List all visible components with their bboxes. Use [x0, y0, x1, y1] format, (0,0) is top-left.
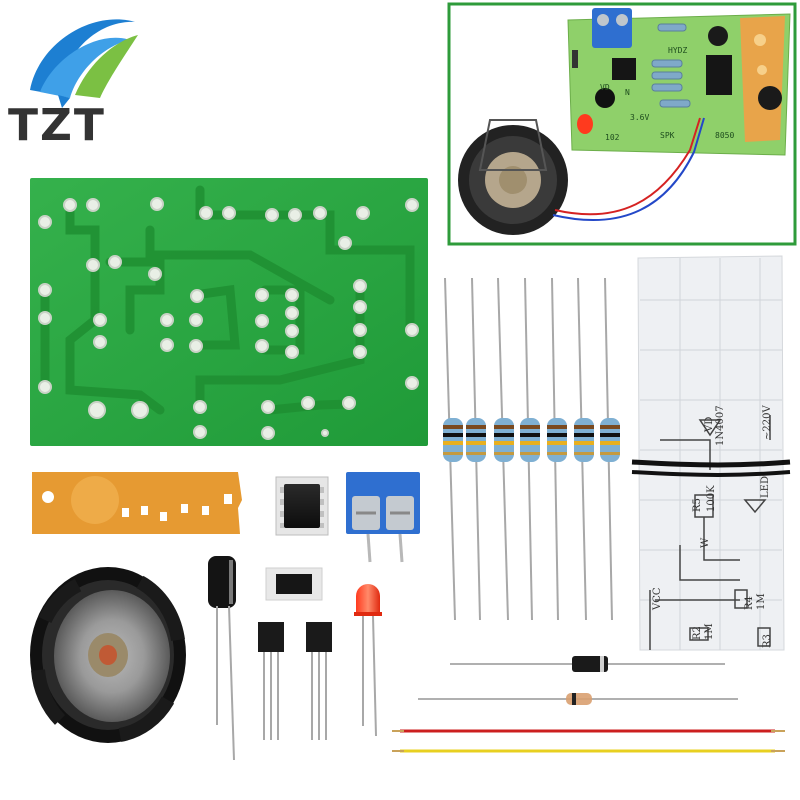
svg-text:100K: 100K: [706, 485, 717, 512]
transistor-left: [258, 622, 284, 740]
resistor: [443, 277, 463, 621]
small-chip: [265, 567, 323, 601]
resistor: [574, 277, 594, 621]
resistor: [494, 277, 514, 621]
schematic-sheet: VD 1N4007 ~220V R5 100K LED W VCC R4 1M …: [631, 255, 791, 651]
resistor: [520, 277, 540, 621]
pcb-holes: [38, 197, 419, 440]
zener-diode: [418, 693, 738, 705]
hookup-wires: [392, 729, 785, 753]
inset-terminal-block: [592, 8, 632, 48]
resistor: [466, 277, 486, 621]
logo-swoosh-icon: [30, 19, 138, 108]
svg-text:VD: VD: [600, 83, 610, 92]
svg-text:3.6V: 3.6V: [630, 113, 649, 122]
svg-text:1M: 1M: [756, 593, 767, 610]
dip8-ic: [275, 476, 329, 536]
screw-terminal-block: [346, 472, 420, 563]
svg-text:N: N: [625, 88, 630, 97]
transistor-right: [306, 622, 332, 740]
resistor: [600, 277, 620, 621]
flex-pcb-strip: [32, 472, 242, 534]
svg-text:R4: R4: [744, 596, 755, 610]
svg-text:R3: R3: [762, 634, 773, 648]
resistor-group: [443, 277, 620, 621]
svg-text:~220V: ~220V: [762, 405, 773, 440]
svg-text:R2: R2: [692, 626, 703, 640]
electrolytic-capacitor: [208, 556, 236, 761]
inset-flex-strip: [740, 16, 785, 142]
speaker: [30, 567, 186, 743]
svg-text:W: W: [700, 537, 711, 548]
inset-speaker: [458, 119, 568, 235]
svg-text:LED: LED: [760, 476, 771, 498]
red-led: [354, 584, 382, 737]
bare-pcb: [30, 178, 428, 446]
brand-logo: TZT: [8, 19, 138, 151]
assembled-kit-inset: HYDZ SPK 8050 VD N 3.6V 102: [447, 2, 797, 246]
svg-text:R5: R5: [692, 498, 703, 512]
svg-text:1M: 1M: [704, 623, 715, 640]
svg-text:102: 102: [605, 133, 620, 142]
brand-name: TZT: [8, 100, 106, 151]
svg-text:VD: VD: [704, 417, 715, 433]
resistor: [547, 277, 567, 621]
svg-text:SPK: SPK: [660, 131, 675, 140]
svg-text:1N4007: 1N4007: [715, 405, 726, 446]
svg-text:8050: 8050: [715, 131, 734, 140]
svg-text:HYDZ: HYDZ: [668, 46, 687, 55]
svg-text:VCC: VCC: [652, 587, 663, 611]
rectifier-diode: [450, 656, 725, 672]
